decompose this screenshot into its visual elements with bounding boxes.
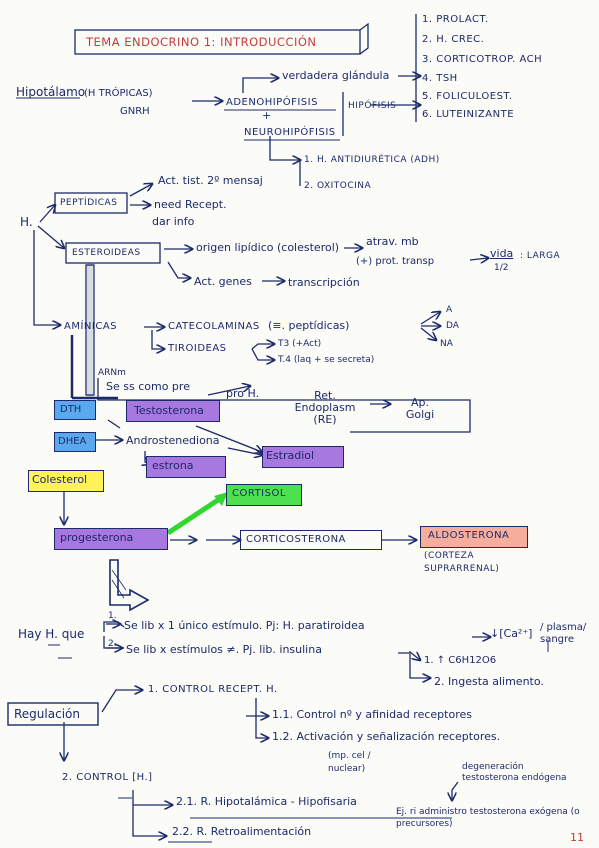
catecolamina-a: A — [446, 305, 453, 315]
se-ss-text: Se ss como pre — [106, 380, 190, 393]
need-recept-text: need Recept. — [154, 198, 227, 211]
arnm-label: ARNm — [98, 368, 126, 378]
stimulus-2-b: 2. Ingesta alimento. — [434, 675, 544, 688]
adenohipofisis-label: ADENOHIPÓFISIS — [226, 97, 318, 108]
hormone-list-item: 6. LUTEINIZANTE — [422, 109, 515, 120]
degeneracion-note: degeneración testosterona endógena — [462, 762, 567, 783]
oxitocina-item: 2. OXITOCINA — [304, 181, 372, 191]
stimulus-1-number: 1. — [108, 611, 117, 621]
tiroideas-label: TIROIDEAS — [168, 343, 227, 354]
hormone-list-item: 3. CORTICOTROP. ACH — [422, 54, 543, 65]
gnrh-label: GNRH — [120, 106, 150, 117]
prot-transp-text: (+) prot. transp — [356, 256, 435, 267]
control-recept-label: 1. CONTROL RECEPT. H. — [148, 684, 278, 695]
aldosterona-label: ALDOSTERONA — [428, 530, 510, 541]
catecolaminas-paren: (≡. peptídicas) — [268, 319, 350, 332]
ap-golgi-text: Ap. Golgi — [405, 396, 435, 421]
control-2-1-text: 2.1. R. Hipotalámica - Hipofisaria — [176, 795, 357, 808]
aminicas-label: AMÍNICAS — [64, 321, 118, 332]
regulacion-label: Regulación — [14, 707, 80, 721]
h-label: H. — [20, 215, 33, 229]
transcripcion-text: transcripción — [288, 276, 360, 289]
colesterol-label: Colesterol — [32, 473, 88, 486]
stimulus-1-tail: / plasma/ sangre — [540, 622, 587, 645]
dhea-label: DHEA — [58, 436, 87, 447]
catecolamina-na: NA — [440, 339, 453, 349]
stimulus-1-result: ↓[Ca²⁺] — [490, 627, 533, 640]
control-1-2-text: 1.2. Activación y señalización receptore… — [272, 730, 501, 743]
cortisol-label: CORTISOL — [232, 488, 286, 499]
stimulus-2-a: 1. ↑ C6H12O6 — [424, 655, 497, 666]
stimulus-2-text: Se lib x estímulos ≠. Pj. lib. insulina — [126, 643, 322, 656]
origen-lipidico-text: origen lipídico (colesterol) — [196, 241, 340, 254]
vida-text: vida — [490, 247, 514, 260]
t4-text: T.4 (laq + se secreta) — [278, 355, 375, 365]
adh-item: 1. H. ANTIDIURÉTICA (ADH) — [304, 155, 440, 165]
ej-note: Ej. ri administro testosterona exógena (… — [396, 807, 580, 829]
control-2-2-text: 2.2. R. Retroalimentación — [172, 825, 312, 838]
corticosterona-label: CORTICOSTERONA — [246, 534, 346, 545]
estrona-label: estrona — [152, 459, 194, 472]
hay-h-que-text: Hay H. que — [18, 627, 85, 641]
dth-label: DTH — [60, 404, 82, 415]
vida-half: 1/2 — [494, 263, 509, 273]
page-number: 11 — [570, 831, 584, 844]
plus-sign: + — [262, 109, 272, 122]
hipotalamo-label: Hipotálamo — [16, 85, 86, 99]
progesterona-label: progesterona — [60, 531, 134, 544]
page-title: TEMA ENDOCRINO 1: INTRODUCCIÓN — [86, 35, 317, 49]
estradiol-label: Estradiol — [266, 449, 315, 462]
act-tist-text: Act. tist. 2º mensaj — [158, 174, 263, 187]
dar-info-text: dar info — [152, 215, 195, 228]
pro-h-text: pro H. — [226, 387, 260, 400]
act-genes-text: Act. genes — [194, 275, 252, 288]
stimulus-1-text: Se lib x 1 único estímulo. Pj: H. parati… — [124, 619, 365, 632]
hormone-list-item: 5. FOLICULOEST. — [422, 91, 513, 102]
neurohipofisis-label: NEUROHIPÓFISIS — [244, 127, 336, 138]
ret-endoplasm-text: Ret. Endoplasm (RE) — [294, 389, 356, 426]
control-1-2-detail: (mp. cel / nuclear) — [328, 751, 371, 774]
catecolamina-da: DA — [446, 321, 459, 331]
control-1-1-text: 1.1. Control nº y afinidad receptores — [272, 708, 472, 721]
control-h-label: 2. CONTROL [H.] — [62, 772, 153, 783]
corteza-suprarrenal-text: (CORTEZA SUPRARRENAL) — [424, 551, 500, 574]
hormone-list-item: 1. PROLACT. — [422, 14, 489, 25]
atrav-mb-text: atrav. mb — [366, 235, 419, 248]
stimulus-2-number: 2. — [108, 639, 117, 649]
androstenediona-label: Androstenediona — [126, 434, 220, 447]
hormone-list-item: 2. H. CREC. — [422, 34, 485, 45]
esteroideas-label: ESTEROIDEAS — [72, 248, 141, 258]
hormone-list-item: 4. TSH — [422, 73, 458, 84]
catecolaminas-label: CATECOLAMINAS — [168, 321, 260, 332]
peptidicas-label: PEPTÍDICAS — [60, 198, 118, 208]
larga-text: : LARGA — [520, 251, 561, 261]
t3-text: T3 (+Act) — [278, 339, 322, 349]
verdadera-glandula: verdadera glándula — [282, 69, 390, 82]
testosterona-label: Testosterona — [134, 404, 204, 417]
htropicas-label: (H TRÓPICAS) — [84, 88, 153, 99]
hipofisis-label: HIPÓFISIS — [348, 101, 397, 111]
